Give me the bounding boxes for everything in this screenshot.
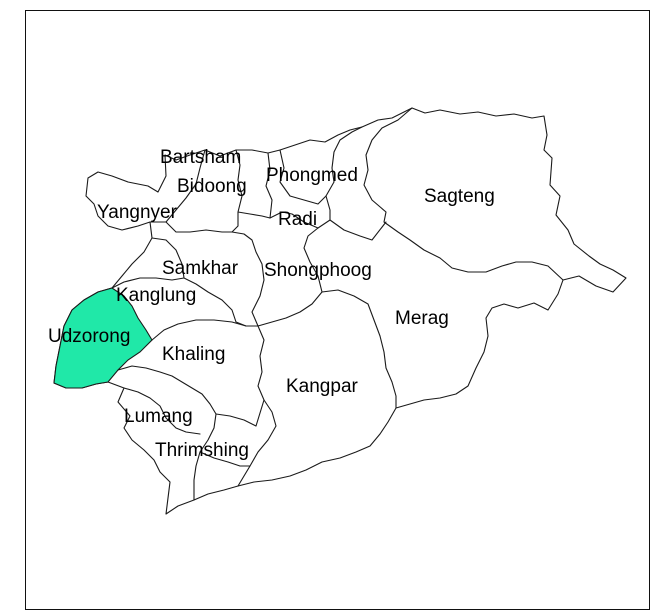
label-udzorong: Udzorong — [48, 326, 130, 347]
internal-boundaries — [111, 107, 564, 501]
label-sagteng: Sagteng — [424, 186, 495, 207]
udzorong-region[interactable] — [53, 287, 153, 389]
label-samkhar: Samkhar — [162, 258, 239, 279]
label-lumang: Lumang — [124, 406, 193, 427]
label-merag: Merag — [395, 308, 449, 329]
label-thrimshing: Thrimshing — [155, 440, 249, 461]
label-kanglung: Kanglung — [116, 285, 196, 306]
label-bidoong: Bidoong — [177, 176, 247, 197]
label-phongmed: Phongmed — [266, 165, 358, 186]
label-radi: Radi — [278, 209, 317, 230]
label-kangpar: Kangpar — [286, 376, 359, 397]
label-khaling: Khaling — [162, 344, 225, 365]
district-labels: Bartsham Bidoong Phongmed Sagteng Yangny… — [48, 147, 495, 461]
label-bartsham: Bartsham — [160, 147, 241, 168]
label-shongphoog: Shongphoog — [264, 260, 372, 281]
label-yangnyer: Yangnyer — [97, 202, 178, 223]
